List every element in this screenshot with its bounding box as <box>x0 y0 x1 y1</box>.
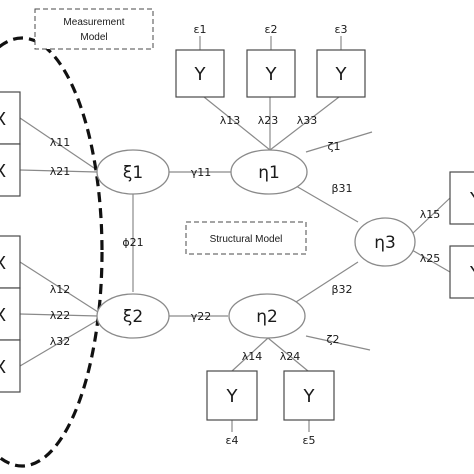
beta32-label: β32 <box>331 283 352 296</box>
link-zeta1 <box>305 131 373 153</box>
lambda32-label: λ32 <box>50 335 71 348</box>
x-box-2 <box>0 143 21 197</box>
link-eta3-y6 <box>411 197 451 235</box>
y-box-1 <box>175 49 225 98</box>
phi21-label: ϕ21 <box>122 236 143 249</box>
structural-label-text: Structural Model <box>210 234 283 245</box>
zeta1-label: ζ1 <box>328 140 341 153</box>
x-box-3 <box>0 235 21 289</box>
xi2-label: ξ2 <box>123 307 143 327</box>
lambda33-label: λ33 <box>297 114 318 127</box>
link-beta31 <box>295 185 359 223</box>
measurement-model-boundary <box>0 36 104 468</box>
lambda23-label: λ23 <box>258 114 279 127</box>
y-box-1-label: Y <box>194 64 207 85</box>
latent-variables: ξ1 ξ2 η1 η2 η3 <box>96 149 416 339</box>
zeta2-label: ζ2 <box>327 333 340 346</box>
y-box-3-label: Y <box>335 64 348 85</box>
x-box-4 <box>0 287 21 341</box>
y-box-5 <box>283 370 335 421</box>
link-x5-xi2 <box>19 319 99 367</box>
eps4-label: ε4 <box>226 434 239 447</box>
gamma11-label: γ11 <box>191 166 212 179</box>
eta2-label: η2 <box>256 307 278 327</box>
eps5-label: ε5 <box>303 434 316 447</box>
y-box-4-label: Y <box>226 386 239 407</box>
measurement-label-line2: Model <box>80 32 107 43</box>
eps3-label: ε3 <box>335 23 348 36</box>
y-box-6 <box>449 171 474 225</box>
y-box-3 <box>316 49 366 98</box>
lambda21-label: λ21 <box>50 165 71 178</box>
link-eta2-y5 <box>267 337 309 372</box>
y-indicators: Y Y Y Y Y Y Y <box>175 49 474 421</box>
y-box-4 <box>206 370 258 421</box>
measurement-model-label: Measurement Model <box>34 8 154 50</box>
x-box-2-label: X <box>0 161 6 182</box>
y-box-7 <box>449 245 474 299</box>
link-x3-xi2 <box>19 261 99 313</box>
y-box-2-label: Y <box>265 64 278 85</box>
xi2-node <box>96 293 170 339</box>
eps1-label: ε1 <box>194 23 207 36</box>
measurement-label-line1: Measurement <box>63 17 124 28</box>
eta3-label: η3 <box>374 233 396 253</box>
x-indicators: X X X X X <box>0 91 21 393</box>
x-box-1-label: X <box>0 109 6 130</box>
eta2-node <box>228 293 306 339</box>
gamma22-label: γ22 <box>191 310 212 323</box>
y-box-2 <box>246 49 296 98</box>
lambda13-label: λ13 <box>220 114 241 127</box>
link-eta3-y7 <box>411 249 451 273</box>
beta31-label: β31 <box>331 182 352 195</box>
xi1-node <box>96 149 170 195</box>
link-eta1-y1 <box>203 96 271 151</box>
y-box-6-label: Y <box>469 189 474 210</box>
connectors <box>19 36 451 432</box>
x-box-4-label: X <box>0 305 6 326</box>
link-eta2-y4 <box>231 337 269 372</box>
link-eta1-y3 <box>269 96 340 151</box>
link-zeta2 <box>305 335 371 351</box>
structural-model-label: Structural Model <box>185 221 307 255</box>
lambda14-label: λ14 <box>242 350 263 363</box>
eta1-node <box>230 149 308 195</box>
eta3-node <box>354 217 416 267</box>
x-box-3-label: X <box>0 253 6 274</box>
eta1-label: η1 <box>258 163 280 183</box>
x-box-1 <box>0 91 21 145</box>
y-box-7-label: Y <box>469 263 474 284</box>
x-box-5 <box>0 339 21 393</box>
link-beta32 <box>295 261 359 303</box>
lambda22-label: λ22 <box>50 309 71 322</box>
x-box-5-label: X <box>0 357 6 378</box>
link-x4-xi2 <box>19 313 99 317</box>
eps2-label: ε2 <box>265 23 278 36</box>
y-box-5-label: Y <box>303 386 316 407</box>
link-x2-xi1 <box>19 169 98 173</box>
path-coefficients: λ11 λ21 λ12 λ22 λ32 λ13 λ23 λ33 λ14 λ24 … <box>50 114 441 363</box>
lambda24-label: λ24 <box>280 350 301 363</box>
link-x1-xi1 <box>19 117 98 171</box>
lambda11-label: λ11 <box>50 136 71 149</box>
lambda15-label: λ15 <box>420 208 441 221</box>
error-terms: ε1 ε2 ε3 ε4 ε5 ζ1 ζ2 <box>194 23 348 447</box>
xi1-label: ξ1 <box>123 163 143 183</box>
lambda25-label: λ25 <box>420 252 441 265</box>
lambda12-label: λ12 <box>50 283 71 296</box>
